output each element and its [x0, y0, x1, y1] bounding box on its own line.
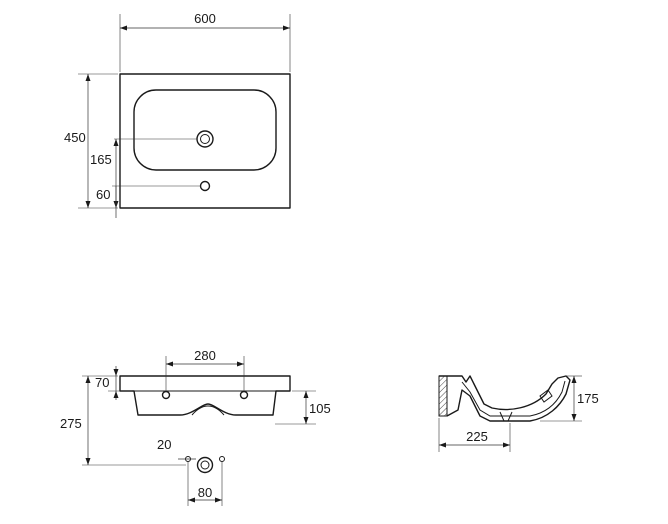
basin-outline-top [119, 73, 291, 209]
basin-outline-front [119, 375, 291, 416]
mounting-hole-right-icon [239, 390, 249, 400]
top-view: 600 450 165 60 [64, 11, 291, 218]
dim-fixing-width: 80 [198, 485, 212, 500]
dim-tap-offset: 60 [96, 187, 110, 202]
dim-small-gap: 20 [157, 437, 171, 452]
tap-hole-icon [199, 180, 211, 192]
dim-drain-offset: 165 [90, 152, 112, 167]
dim-bowl-height: 105 [309, 401, 331, 416]
dim-rim-height: 70 [95, 375, 109, 390]
dim-top-width: 600 [194, 11, 216, 26]
front-view: 280 70 275 105 20 [60, 348, 331, 506]
dim-top-depth: 450 [64, 130, 86, 145]
mounting-hole-left-icon [161, 390, 171, 400]
bowl-outline-top [133, 89, 277, 171]
back-wall-section [438, 375, 448, 417]
side-section: 175 225 [438, 375, 599, 452]
dim-side-depth: 225 [466, 429, 488, 444]
basin-section-outline [439, 375, 571, 422]
dim-total-height: 275 [60, 416, 82, 431]
drain-icon [196, 130, 214, 148]
dim-holes-spacing: 280 [194, 348, 216, 363]
waste-fitting-icon [196, 456, 214, 474]
dim-side-height: 175 [577, 391, 599, 406]
fixing-point-right-icon [219, 456, 225, 462]
